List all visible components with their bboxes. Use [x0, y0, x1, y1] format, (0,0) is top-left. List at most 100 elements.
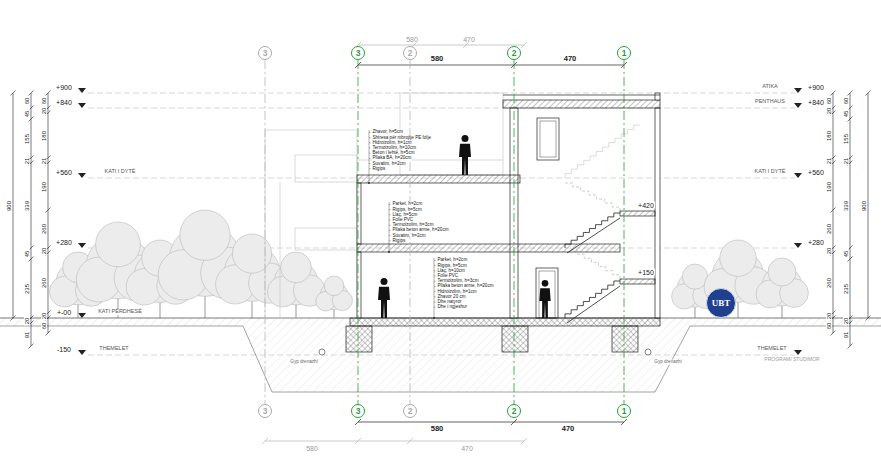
dimension-line — [355, 62, 627, 425]
dimension-line — [13, 93, 14, 318]
ground — [0, 326, 881, 392]
axis-bubble: 2 — [507, 46, 521, 60]
building-section — [612, 326, 638, 352]
building-section — [357, 244, 620, 252]
building-section — [620, 279, 655, 284]
dimension-line — [48, 93, 49, 333]
stair-soffit — [567, 286, 620, 323]
leader-line — [434, 302, 436, 303]
dimension: 60 — [826, 321, 832, 330]
axis-number: 3 — [263, 49, 268, 58]
building-section — [536, 268, 558, 318]
level-marker — [794, 88, 802, 93]
leader-line — [434, 258, 435, 318]
leader-line — [369, 168, 371, 169]
leader-line — [389, 235, 391, 236]
dimension-line — [355, 419, 361, 425]
dimension: 470 — [563, 55, 578, 63]
layer-note: Llaç, h=10cm — [437, 269, 466, 274]
layer-note: Hidroizolim, h=1cm — [437, 289, 478, 294]
dimension: 155 — [24, 132, 30, 144]
axis-number: 1 — [622, 49, 627, 58]
layer-note: Termoizolim, h=10cm — [372, 146, 418, 151]
dimension-line — [621, 419, 627, 425]
axis-number: 2 — [408, 407, 413, 416]
dimension: 60 — [41, 96, 47, 105]
axis-number: 2 — [408, 49, 413, 58]
layer-note: Folie PVC — [437, 274, 460, 279]
dimension: 470 — [460, 445, 474, 452]
landing-elevation: +420 — [637, 202, 655, 209]
leader-line — [369, 153, 371, 154]
stair-flight — [565, 281, 620, 318]
level-name: KATI PËRDHESË — [97, 309, 143, 315]
leader-line — [369, 158, 371, 159]
stair-flight — [565, 213, 620, 248]
person-body — [378, 287, 390, 318]
axis-bubble: 3 — [258, 46, 272, 60]
layer-note: Dhe i ngjeshur — [437, 305, 469, 310]
tree-crown — [682, 264, 707, 289]
level-line — [88, 93, 795, 355]
dimension-line — [46, 91, 51, 96]
layer-note: Suvatim, h=2cm — [372, 161, 407, 166]
dimension-line — [848, 344, 853, 349]
level-name: KATI I DYTË — [753, 169, 786, 175]
building-section — [503, 95, 660, 96]
dimension-line — [11, 91, 16, 96]
layer-note: Folie PVC — [392, 218, 415, 223]
leader-line — [369, 148, 371, 149]
leader-line — [389, 220, 391, 221]
building-section — [540, 121, 556, 157]
dimension-line — [29, 344, 34, 349]
axis-number: 3 — [356, 407, 361, 416]
dimension: 45 — [24, 249, 30, 258]
dimension-line — [29, 91, 34, 96]
dimension-line — [262, 438, 268, 444]
dimension-line — [463, 42, 469, 48]
axis-number: 1 — [622, 407, 627, 416]
dimension: 339 — [843, 199, 849, 211]
building-section — [503, 100, 660, 108]
dimension: 60 — [826, 96, 832, 105]
dimension: 60 — [24, 96, 30, 105]
dimension-line — [358, 422, 624, 423]
ground — [0, 318, 881, 326]
dimension: 155 — [843, 132, 849, 144]
leader-line — [434, 270, 436, 271]
logo-text: UBT — [712, 299, 731, 308]
dimension: 900 — [861, 199, 867, 211]
leader-line — [433, 317, 435, 319]
background-building — [265, 93, 503, 318]
leader-line — [434, 307, 436, 308]
dimension: 60 — [843, 96, 849, 105]
layer-note: Termoizolim, h=3cm — [392, 223, 435, 228]
tree-crown — [324, 276, 344, 296]
dimension-line — [31, 93, 32, 346]
building-section — [346, 93, 660, 352]
background-building — [280, 182, 281, 318]
ground — [0, 318, 881, 392]
dimension: 470 — [561, 425, 576, 433]
dimension: 21 — [843, 156, 849, 165]
tree-crown — [768, 258, 796, 286]
tree-crown — [281, 252, 312, 283]
dimension-line — [511, 419, 517, 425]
person-head — [381, 278, 388, 285]
axis-bubble: 3 — [351, 46, 365, 60]
dimension: 190 — [826, 180, 832, 192]
level-marker — [794, 103, 802, 108]
level-name: PENTHAUS — [754, 99, 786, 105]
dimension-line — [868, 93, 869, 318]
axis-bubble: 2 — [403, 404, 417, 418]
landing-elevation: +150 — [637, 269, 655, 276]
level-marker — [78, 350, 86, 355]
dimension-line — [833, 93, 834, 333]
axis-bubble: 2 — [507, 404, 521, 418]
dimension-line — [521, 42, 527, 48]
leader-line — [389, 225, 391, 226]
level-elevation: +840 — [55, 99, 73, 106]
leader-line — [434, 276, 436, 277]
grid-axis-line — [358, 60, 359, 404]
level-marker — [78, 173, 86, 178]
